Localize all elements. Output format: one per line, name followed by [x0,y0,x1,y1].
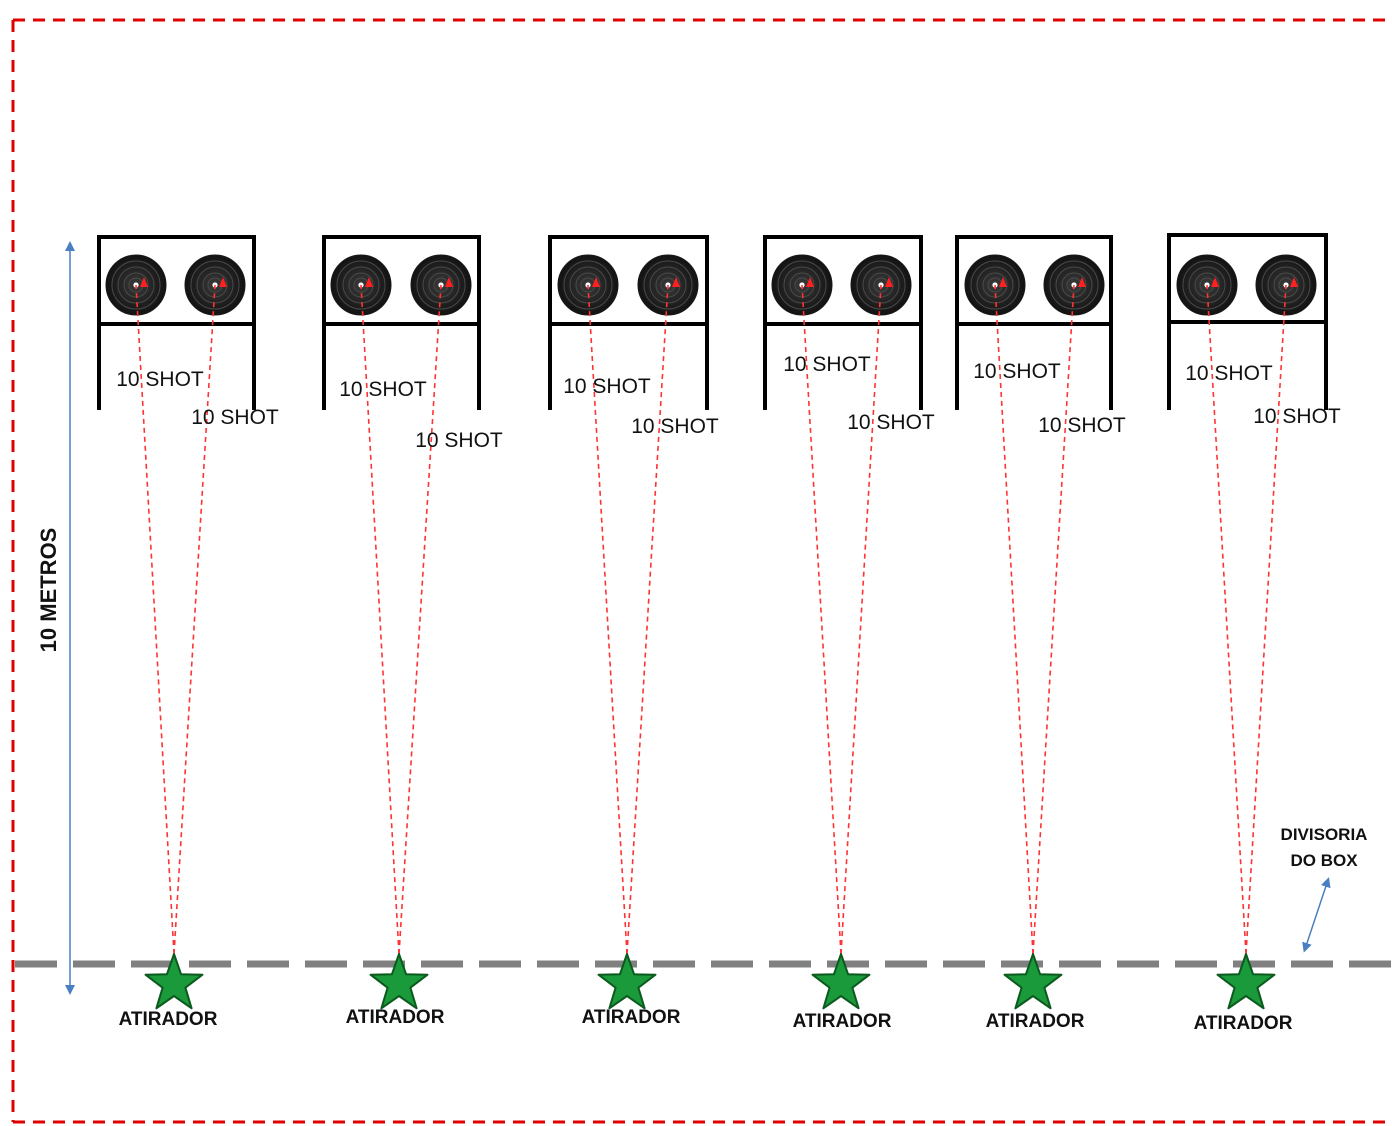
target-frame [322,235,481,410]
trajectory-left [360,284,400,955]
shooter-label: ATIRADOR [986,1011,1085,1032]
divider-arrow [1302,877,1331,953]
lane-5: 10 SHOT 10 SHOT ATIRADOR [955,235,1126,1032]
shot-label-left: 10 SHOT [1185,362,1273,385]
trajectory-right [1032,284,1075,955]
target-frame [955,235,1113,410]
impact-marker [592,277,600,287]
impact-marker [365,277,373,287]
shot-label-right: 10 SHOT [847,411,935,434]
lane-2: 10 SHOT 10 SHOT ATIRADOR [322,235,503,1028]
shot-label-right: 10 SHOT [631,415,719,438]
target-frame [763,235,923,410]
divider-label-line1: DIVISORIA [1281,825,1368,844]
impact-marker [1211,277,1219,287]
target-frame [1167,233,1328,410]
shot-label-left: 10 SHOT [783,353,871,376]
shooter-label: ATIRADOR [582,1007,681,1028]
shooter-star-icon [1003,953,1063,1010]
impact-marker [1290,277,1298,287]
impact-marker [1078,277,1086,287]
impact-marker [885,277,893,287]
shot-label-left: 10 SHOT [116,368,204,391]
distance-indicator: 10 METROS [36,241,75,995]
shooter-label: ATIRADOR [793,1011,892,1032]
shooter-label: ATIRADOR [346,1007,445,1028]
shooter-label: ATIRADOR [1194,1013,1293,1034]
shooter-star-icon [811,953,871,1010]
shooter-star-icon [144,953,204,1010]
shooter-star-icon [597,953,657,1010]
divider-label-line2: DO BOX [1290,851,1358,870]
shooter-label: ATIRADOR [119,1009,218,1030]
trajectory-right [840,284,882,955]
distance-label: 10 METROS [36,528,61,653]
impact-marker [445,277,453,287]
shot-label-left: 10 SHOT [563,375,651,398]
trajectory-right [626,284,669,955]
shot-label-right: 10 SHOT [191,406,279,429]
trajectory-left [994,284,1034,955]
shot-label-right: 10 SHOT [415,429,503,452]
shooter-star-icon [1216,953,1276,1010]
lanes: 10 SHOT 10 SHOT ATIRADOR 10 SHOT 10 SHOT ATIR… [97,233,1341,1034]
shot-label-right: 10 SHOT [1253,405,1341,428]
impact-marker [219,277,227,287]
shot-label-left: 10 SHOT [339,378,427,401]
trajectory-left [801,284,842,955]
lane-1: 10 SHOT 10 SHOT ATIRADOR [97,235,279,1030]
impact-marker [999,277,1007,287]
lane-3: 10 SHOT 10 SHOT ATIRADOR [548,235,719,1028]
impact-marker [140,277,148,287]
shooter-star-icon [369,953,429,1010]
trajectory-left [135,284,175,955]
impact-marker [672,277,680,287]
trajectory-left [1206,284,1247,955]
target-frame [97,235,256,410]
trajectory-right [398,284,442,955]
lane-4: 10 SHOT 10 SHOT ATIRADOR [763,235,935,1032]
trajectory-right [1245,284,1287,955]
divider-note: DIVISORIA DO BOX [1281,825,1368,953]
range-border [11,18,1392,1124]
shot-label-right: 10 SHOT [1038,414,1126,437]
shot-label-left: 10 SHOT [973,360,1061,383]
lane-6: 10 SHOT 10 SHOT ATIRADOR [1167,233,1341,1034]
impact-marker [806,277,814,287]
target-frame [548,235,709,410]
trajectory-right [173,284,216,955]
trajectory-left [587,284,628,955]
